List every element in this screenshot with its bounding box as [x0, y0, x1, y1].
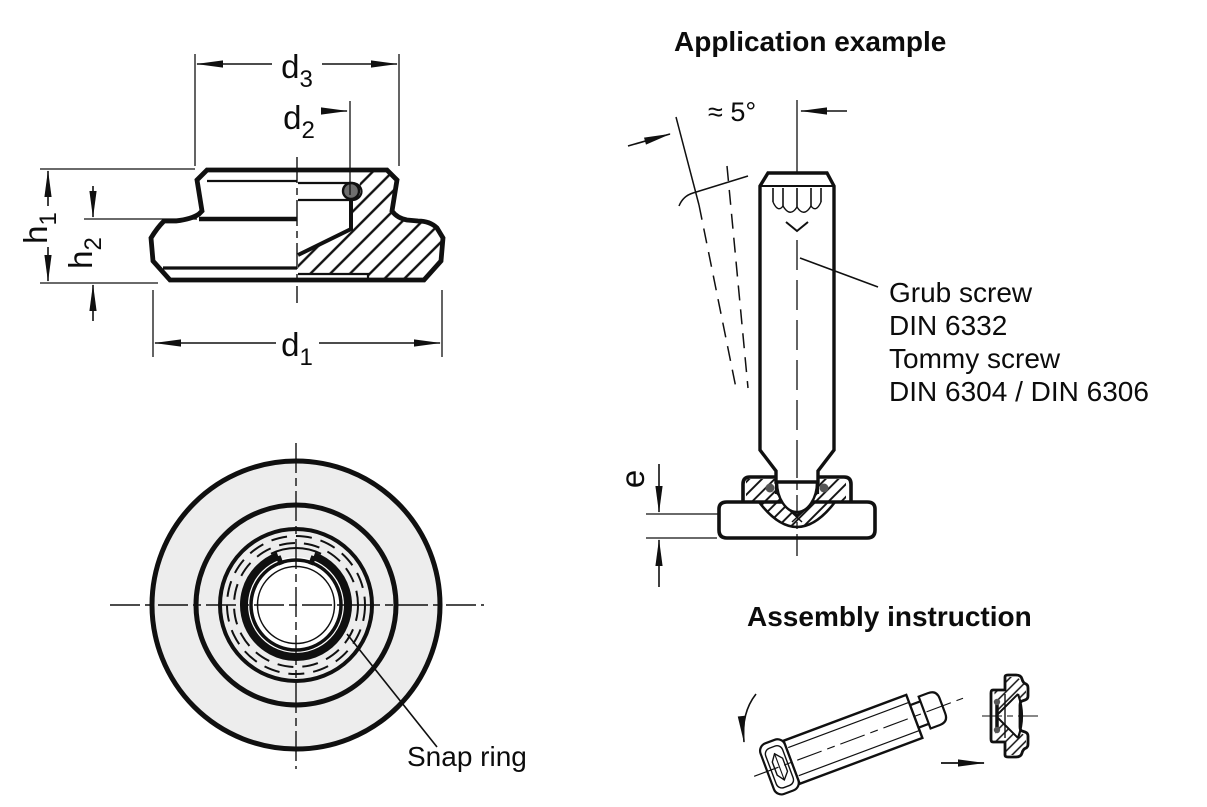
screw-note-line: Grub screw — [889, 277, 1033, 308]
snap-ring-label: Snap ring — [407, 741, 527, 772]
dim-label-d3: d3 — [281, 48, 313, 93]
snap-ring-dot-right — [819, 483, 829, 493]
tilt-angle-label: ≈ 5° — [708, 97, 756, 127]
dim-h1: h1 — [17, 168, 195, 284]
assembly-drawing — [737, 673, 1038, 796]
hex-socket — [772, 188, 822, 233]
screw-note-line: DIN 6332 — [889, 310, 1008, 341]
dim-d2: d2 — [283, 99, 351, 195]
assembly-screw — [753, 691, 964, 796]
dim-e: e — [614, 464, 719, 587]
dim-label-h1: h1 — [17, 212, 62, 244]
dim-d1: d1 — [152, 290, 443, 371]
application-drawing: ≈ 5° — [614, 97, 879, 587]
dim-h2: h2 — [62, 186, 197, 321]
snap-ring-dot-left — [765, 483, 775, 493]
section-view: d3 d2 h1 h2 d1 — [17, 48, 446, 371]
dim-d3: d3 — [194, 48, 400, 166]
rotate-arrow — [737, 693, 757, 743]
snap-ring-leader — [346, 633, 438, 748]
snap-ring-section-dot — [341, 181, 361, 201]
tilt-angle-indicator: ≈ 5° — [627, 97, 847, 389]
dim-label-h2: h2 — [62, 237, 107, 269]
screw-note: Grub screw DIN 6332 Tommy screw DIN 6304… — [889, 276, 1149, 408]
seat-contact-mark — [787, 508, 807, 523]
screw-note-line: DIN 6304 / DIN 6306 — [889, 376, 1149, 407]
top-view — [110, 443, 484, 769]
assembly-pad — [982, 673, 1038, 759]
application-example-heading: Application example — [674, 26, 947, 57]
dim-label-d2: d2 — [283, 99, 315, 144]
dim-label-e: e — [614, 470, 651, 488]
screw-note-leader — [799, 257, 879, 288]
section-hatch — [298, 171, 442, 280]
dim-label-d1: d1 — [281, 326, 313, 371]
screw-note-line: Tommy screw — [889, 343, 1061, 374]
grub-screw — [758, 171, 836, 560]
assembly-instruction-heading: Assembly instruction — [747, 601, 1032, 632]
